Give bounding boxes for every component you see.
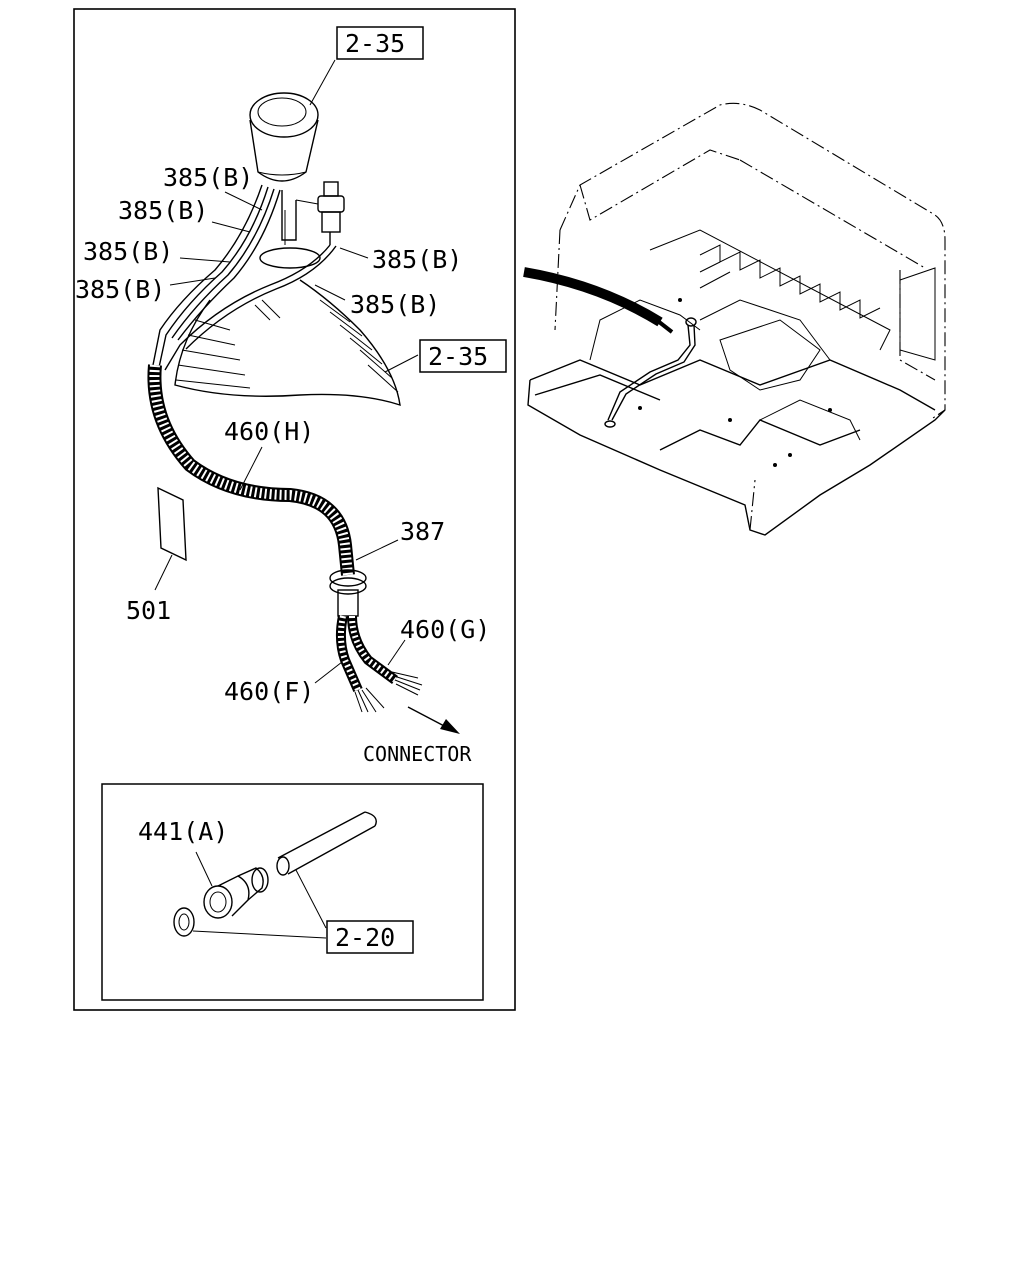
ref-box-inset bbox=[326, 920, 414, 954]
inset-leaders bbox=[192, 851, 327, 939]
grommet-label: 387 bbox=[400, 517, 445, 546]
harness-f-label: 460(F) bbox=[224, 677, 314, 706]
inset-washer bbox=[173, 907, 195, 937]
ref-box-top bbox=[336, 26, 424, 60]
switch-part-label: 441(A) bbox=[138, 817, 228, 846]
grommet bbox=[329, 569, 367, 617]
label-sticker bbox=[157, 486, 187, 562]
harness-split bbox=[335, 614, 423, 713]
label-part-label: 501 bbox=[126, 596, 171, 625]
ref-box-mid bbox=[419, 339, 507, 373]
wire-label-6: 385(B) bbox=[350, 290, 440, 319]
shift-knob bbox=[249, 92, 319, 182]
harness-corrugated bbox=[147, 364, 355, 576]
ref-mid-label: 2-35 bbox=[428, 342, 488, 371]
leader-lines bbox=[154, 59, 419, 684]
cab-isometric-view bbox=[523, 102, 946, 536]
inset-pipe bbox=[276, 811, 377, 876]
wire-label-3: 385(B) bbox=[83, 237, 173, 266]
wire-label-5: 385(B) bbox=[372, 245, 462, 274]
ref-top-label: 2-35 bbox=[345, 29, 405, 58]
switch-sensor bbox=[295, 181, 345, 245]
ref-inset-label: 2-20 bbox=[335, 923, 395, 952]
connector-arrow bbox=[407, 706, 460, 734]
harness-h-label: 460(H) bbox=[224, 417, 314, 446]
wire-label-1: 385(B) bbox=[163, 163, 253, 192]
wire-label-4: 385(B) bbox=[75, 275, 165, 304]
harness-g-label: 460(G) bbox=[400, 615, 490, 644]
inset-switch bbox=[203, 867, 269, 919]
wire-bundle bbox=[151, 184, 337, 373]
connector-label: CONNECTOR bbox=[363, 742, 472, 766]
inset-frame bbox=[101, 783, 484, 1001]
shift-lever bbox=[259, 190, 321, 269]
wire-label-2: 385(B) bbox=[118, 196, 208, 225]
main-frame bbox=[73, 8, 516, 1011]
